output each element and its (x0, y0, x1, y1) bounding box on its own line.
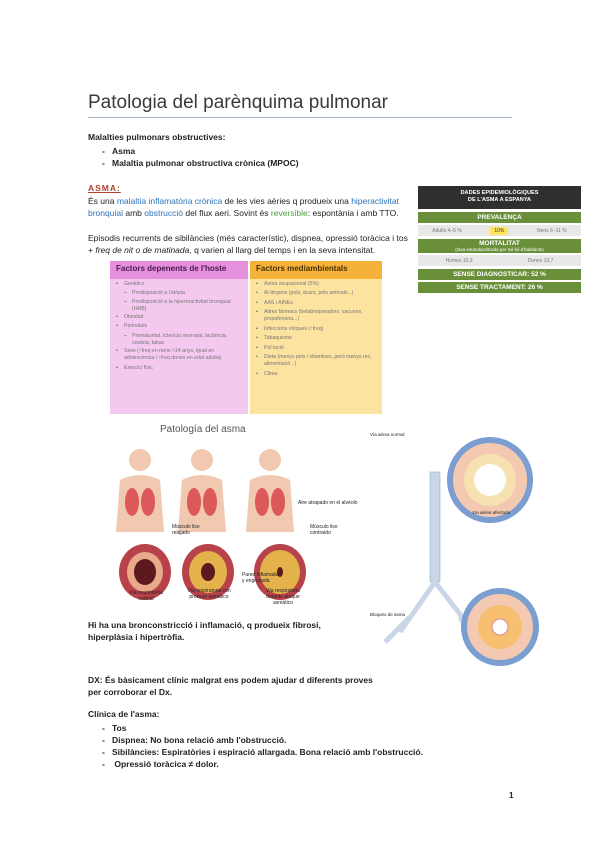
asma-episodes: Episodis recurrents de sibilàncies (més … (88, 232, 408, 256)
episodes-italic: freq de nit o de matinada (95, 245, 190, 255)
dx-paragraph: DX: És bàsicament clínic malgrat ens pod… (88, 675, 373, 697)
host-factors-column: Factors depenents de l'hoste GenèticsPre… (110, 261, 248, 414)
epidemiology-panel: DADES EPIDEMIOLÒGIQUES DE L'ASMA A ESPAN… (418, 186, 581, 303)
obstructive-heading: Malalties pulmonars obstructives: (88, 132, 226, 142)
def-text: de les vies aèries q produeix una (222, 196, 352, 206)
env-factor-item: Tabaquisme (256, 335, 378, 342)
epi-value: Adults 4–5 % (432, 227, 462, 234)
episodes-text: Episodis recurrents de sibilàncies (més … (88, 233, 408, 255)
env-factors-header: Factors mediambientals (250, 261, 382, 279)
list-item: Sibilàncies: Espiratòries i espiració al… (88, 746, 468, 758)
def-text: amb (122, 208, 145, 218)
asma-heading: ASMA: (88, 183, 121, 193)
epi-mortality-row: Homes 10,3 Dones 13,7 (418, 255, 581, 266)
clinica-heading: Clínica de l'asma: (88, 709, 160, 719)
epi-value: Homes 10,3 (445, 257, 473, 264)
host-factors-header: Factors depenents de l'hoste (110, 261, 248, 279)
host-factor-item: Sexe (↑freq en nens <14 anys, igual en a… (116, 348, 244, 362)
env-factor-item: Infeccions víriques (↑freq) (256, 326, 378, 333)
def-term: malaltia inflamatòria crònica (116, 196, 223, 206)
figure-label: Aire atrapado en el alvéolo (298, 500, 358, 506)
list-item: Asma (88, 145, 388, 157)
list-item: Dispnea: No bona relació amb l'obstrucci… (88, 734, 468, 746)
figure-label: Músculo liso relajado (172, 524, 200, 536)
airway-section-figure: Vía aérea normal Vía aérea afectada Bloq… (370, 432, 582, 672)
epi-header-line: DE L'ASMA A ESPANYA (467, 197, 532, 203)
epi-header-line: DADES EPIDEMIOLÒGIQUES (460, 190, 539, 196)
epi-highlight: 10% (490, 226, 509, 235)
title-rule (88, 117, 512, 118)
figure-label: Vía aérea afectada (472, 510, 511, 515)
host-factor-item: Obesitat (116, 314, 244, 321)
env-factor-item: Dieta (menys peix i vitamines, però meny… (256, 354, 378, 368)
def-term: hiperactivitat bronquial (88, 196, 399, 218)
env-factor-item: Al·lèrgens (pols, àcars, pels animals...… (256, 290, 378, 297)
def-term: reversible (270, 208, 308, 218)
airway-section-illustration (383, 437, 539, 666)
epi-value: Nens 6–11 % (537, 227, 567, 234)
epi-prevalence-label: PREVALENÇA (418, 212, 581, 223)
epi-mortality-label: MORTALITAT (taxa estandarditzada per mil… (418, 239, 581, 253)
figure-label: Vía respiratoria durante ataque asmático (266, 588, 300, 606)
list-item: Tos (88, 722, 468, 734)
list-item: Opressió toràcica ≠ dolor. (88, 758, 468, 770)
host-factor-item: Exercici físic (116, 365, 244, 372)
clinica-list: Tos Dispnea: No bona relació amb l'obstr… (88, 722, 468, 770)
host-factors-list: GenèticsPredisposició a l'atòpiaPredispo… (110, 279, 248, 372)
episodes-text: , q varien al llarg del temps i en la se… (189, 245, 376, 255)
def-text: És una (88, 196, 117, 206)
epi-untreated: SENSE TRACTAMENT: 26 % (418, 282, 581, 293)
host-factor-subitem: Predisposició a l'atòpia (116, 290, 244, 297)
figure-label: Pared inflamada y engrosada (242, 572, 279, 584)
asthma-pathology-illustration (116, 449, 306, 600)
host-factor-subitem: Predisposició a la hiperreactivitat bron… (116, 299, 244, 313)
def-term: obstrucció (144, 208, 183, 218)
host-factor-item: Perinatals (116, 323, 244, 330)
figure-label: Bloqueo de asma (370, 612, 406, 617)
figure-label: Vía respiratoria normal (129, 590, 163, 602)
factors-table: Factors depenents de l'hoste GenèticsPre… (110, 261, 382, 414)
host-factor-item: Genètics (116, 281, 244, 288)
figure-label: Músculo liso contraído (310, 524, 338, 536)
env-factor-item: Asma ocupacional (5%) (256, 281, 378, 288)
figure-title: Patología del asma (160, 424, 246, 435)
epi-undiagnosed: SENSE DIAGNOSTICAR: 52 % (418, 269, 581, 280)
page-title: Patologia del parènquima pulmonar (88, 92, 388, 113)
env-factors-list: Asma ocupacional (5%) Al·lèrgens (pols, à… (250, 279, 382, 378)
epi-mortality-sub: (taxa estandarditzada per mil·lió d'habi… (455, 247, 544, 252)
asma-definition: És una malaltia inflamatòria crònica de … (88, 195, 413, 219)
env-factors-column: Factors mediambientals Asma ocupacional … (250, 261, 382, 414)
figure-label: Vía respiratoria con proceso asmático (187, 588, 231, 600)
env-factor-item: Pol·lució (256, 345, 378, 352)
figure-label: Vía aérea normal (370, 432, 405, 437)
page-number: 1 (509, 791, 514, 800)
list-item: Malaltia pulmonar obstructiva crònica (M… (88, 157, 388, 169)
epi-prevalence-row: Adults 4–5 % 10% Nens 6–11 % (418, 225, 581, 236)
env-factor-item: Altres fàrmacs (betabloqueadors, vacunes… (256, 309, 378, 323)
epi-value: Dones 13,7 (527, 257, 554, 264)
def-text: : espontània i amb TTO. (307, 208, 399, 218)
env-factor-item: Clima (256, 371, 378, 378)
host-factor-subitem: Prematuritat, icterícia neonatal, lactàn… (116, 333, 244, 347)
env-factor-item: AAS i AINEs (256, 300, 378, 307)
epi-header: DADES EPIDEMIOLÒGIQUES DE L'ASMA A ESPAN… (418, 186, 581, 209)
hi-ha-paragraph: Hi ha una bronconstricció i inflamació, … (88, 620, 321, 642)
epi-mortality-title: MORTALITAT (479, 240, 520, 247)
asthma-pathology-figure: Patología del asma Aire atrapado en el a… (110, 424, 360, 610)
obstructive-list: Asma Malaltia pulmonar obstructiva cròni… (88, 145, 388, 169)
def-text: del flux aeri. Sovint és (183, 208, 271, 218)
